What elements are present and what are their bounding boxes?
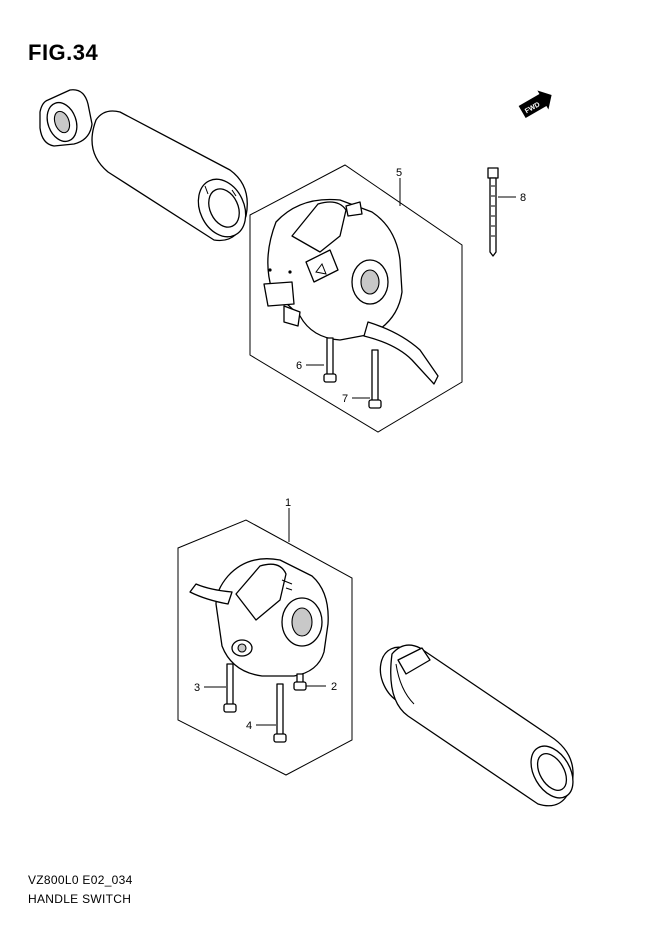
fwd-arrow-icon: FWD xyxy=(518,90,552,119)
left-grip xyxy=(91,110,248,242)
callout-labels: 5 8 6 7 1 2 3 4 xyxy=(194,167,526,732)
right-handle-switch-group xyxy=(177,519,353,776)
callout-1: 1 xyxy=(285,497,291,509)
screw-3 xyxy=(223,663,237,713)
screw-2 xyxy=(293,673,307,691)
callout-6: 6 xyxy=(296,360,302,372)
callout-7: 7 xyxy=(342,393,348,405)
callout-5: 5 xyxy=(396,167,402,179)
section-name: HANDLE SWITCH xyxy=(28,892,132,906)
callout-4: 4 xyxy=(246,720,252,732)
callout-8: 8 xyxy=(520,192,526,204)
bar-end-collar xyxy=(39,89,93,147)
screw-7 xyxy=(368,349,382,409)
callout-2: 2 xyxy=(331,681,337,693)
left-grip-assembly xyxy=(39,89,248,242)
left-handle-switch-group xyxy=(249,164,463,433)
left-handle-switch xyxy=(263,198,439,385)
screw-6 xyxy=(323,337,337,383)
right-handle-switch xyxy=(189,558,329,677)
cable-tie-8 xyxy=(487,167,499,257)
throttle-grip xyxy=(379,644,574,807)
model-code: VZ800L0 E02_034 xyxy=(28,873,133,887)
callout-3: 3 xyxy=(194,682,200,694)
figure-title: FIG.34 xyxy=(28,40,99,65)
screw-4 xyxy=(273,683,287,743)
